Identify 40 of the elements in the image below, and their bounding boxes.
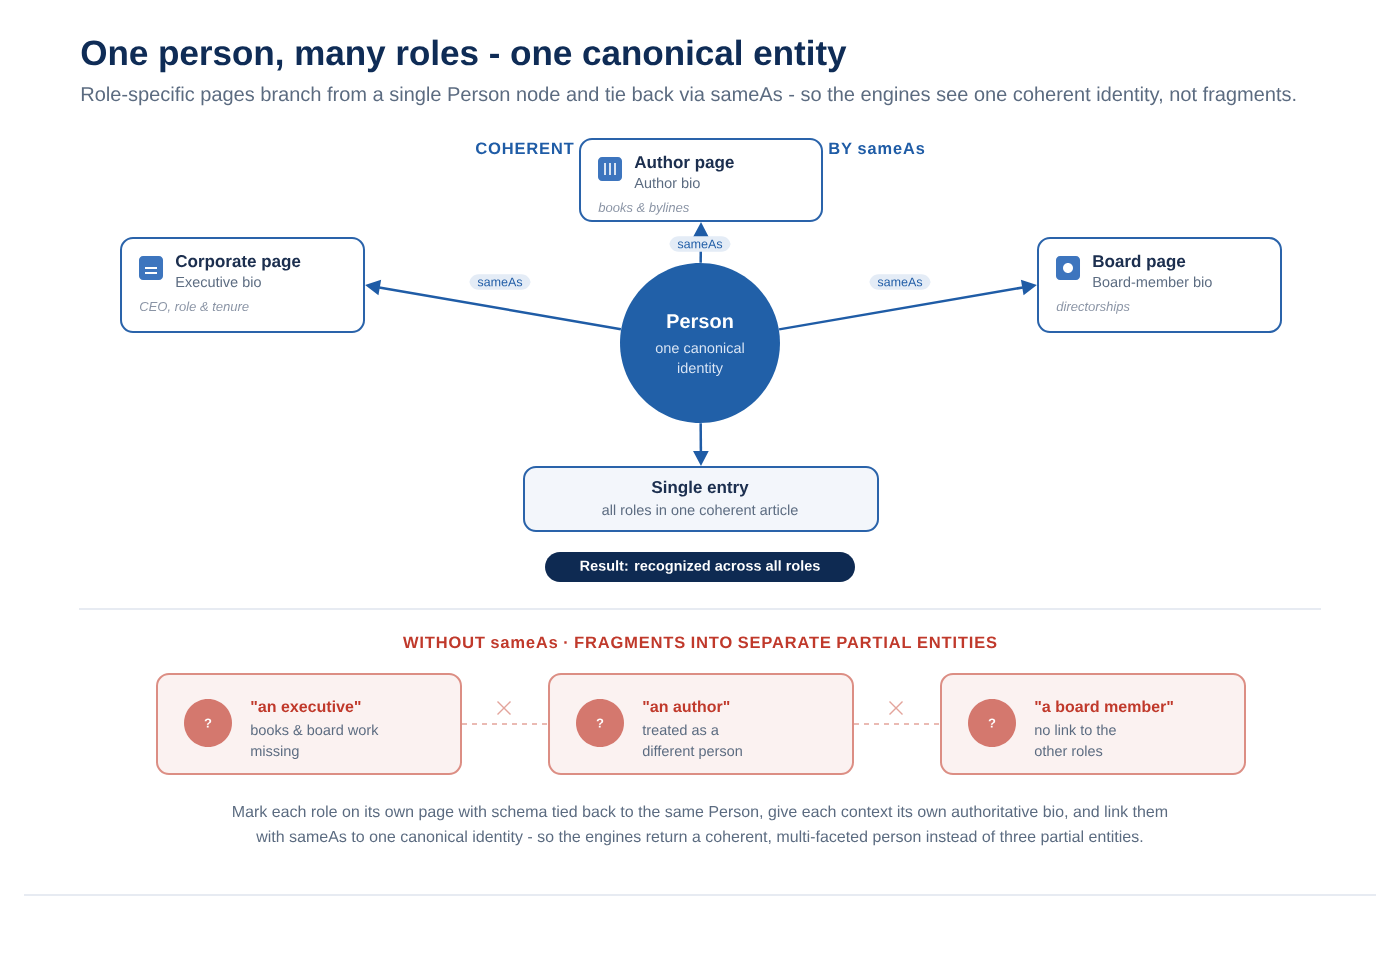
dashed-line — [461, 723, 549, 725]
card-title: Author page — [634, 155, 734, 172]
fragment-card — [548, 673, 854, 775]
entry-box — [523, 466, 879, 532]
dashed-line — [853, 723, 941, 725]
question-badge: ? — [184, 699, 232, 747]
card-note: directorships — [1056, 301, 1130, 314]
question-badge: ? — [576, 699, 624, 747]
title: One person, many roles - one canonical entity — [81, 39, 847, 73]
card-note: CEO, role & tenure — [140, 301, 249, 313]
subtitle: Role-specific pages branch from a single Person node and tie back via sameAs - so the engines see one coherent identity, not fragments. — [81, 86, 1296, 106]
question-badge: ? — [968, 699, 1016, 747]
box-title: Single entry — [651, 480, 749, 497]
box-subtitle: all roles in one coherent article — [602, 504, 798, 516]
result-pill: Result: recognized across all roles — [545, 552, 855, 582]
summary-text: Mark each role on its own page with schema tied back to the same Person, give each context its own authoritative bio, and link them with sameAs to one canonical identity - so the engines return a coherent, multi-faceted person instead of three partial entities. — [233, 805, 1168, 846]
card-subtitle: Author bio — [634, 177, 700, 189]
edge-label: sameAs — [869, 274, 931, 290]
circle-title: Person — [667, 314, 733, 329]
card-title: "an executive" — [251, 700, 361, 713]
person-circle — [620, 263, 780, 423]
card-title: "an author" — [643, 700, 730, 713]
page-card — [579, 138, 823, 222]
card-subtitle: Board-member bio — [1093, 276, 1212, 288]
fragment-card — [940, 673, 1246, 775]
card-text: treated as a different person — [642, 724, 742, 759]
section-heading: WITHOUT sameAs · FRAGMENTS INTO SEPARATE PARTIAL ENTITIES — [403, 636, 997, 649]
card-title: Board page — [1093, 254, 1186, 271]
fragment-card — [156, 673, 462, 775]
card-title: Corporate page — [175, 255, 301, 271]
card-subtitle: Executive bio — [176, 276, 261, 288]
card-note: books & bylines — [598, 202, 690, 215]
card-title: "a board member" — [1035, 700, 1173, 713]
card-text: no link to the other roles — [1034, 724, 1116, 757]
page-card — [1037, 237, 1282, 333]
edge-label: sameAs — [469, 274, 531, 290]
card-text: books & board work missing — [251, 724, 379, 759]
edge-label: sameAs — [669, 236, 731, 252]
page-card — [120, 237, 365, 333]
circle-subtitle: one canonical identity — [655, 342, 744, 376]
